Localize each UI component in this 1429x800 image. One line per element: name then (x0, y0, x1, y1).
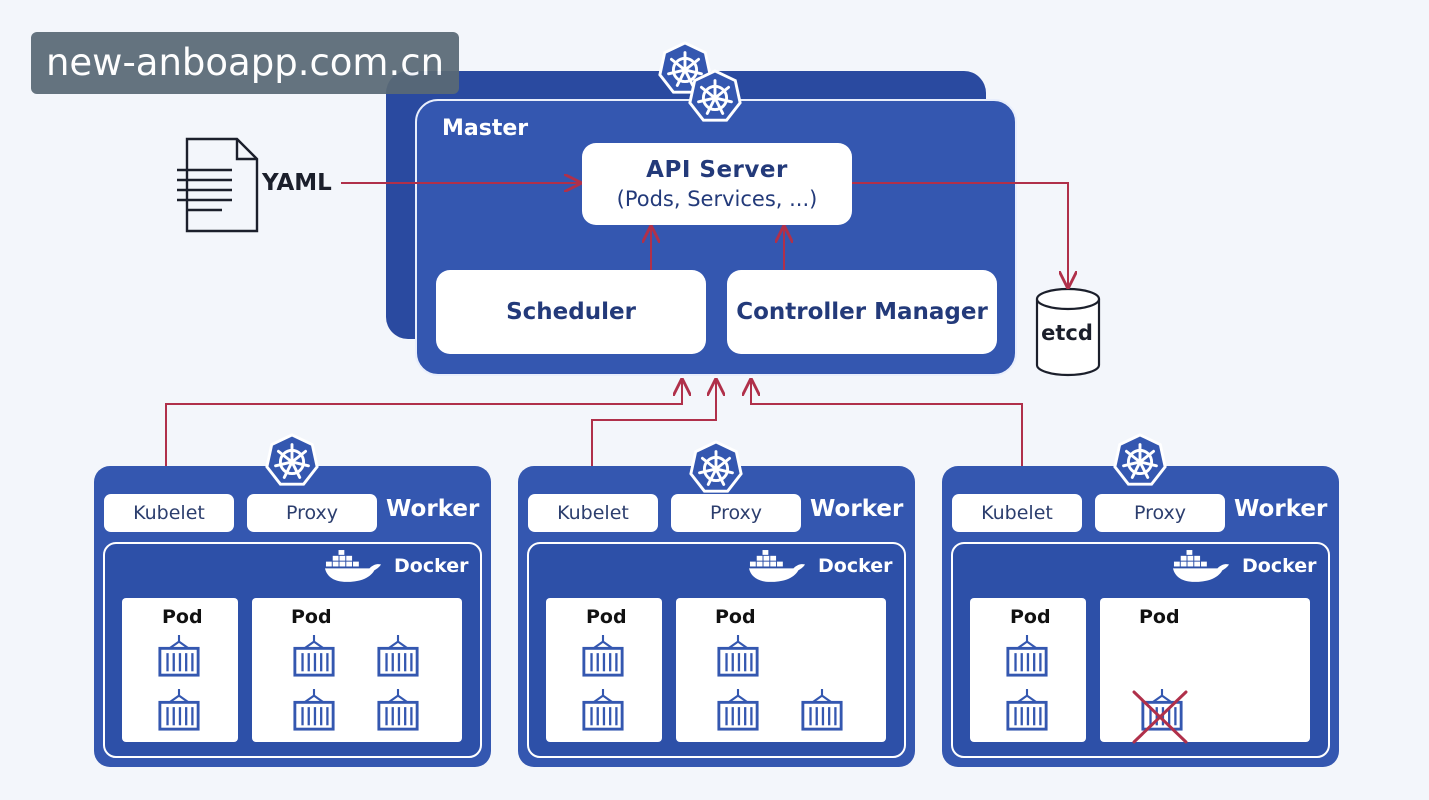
pod-label: Pod (291, 606, 332, 628)
scheduler-box: Scheduler (436, 270, 706, 354)
kubelet-chip: Kubelet (952, 494, 1082, 532)
proxy-chip: Proxy (1095, 494, 1225, 532)
master-title: Master (442, 116, 529, 141)
kubelet-chip: Kubelet (104, 494, 234, 532)
proxy-chip: Proxy (247, 494, 377, 532)
watermark: new-anboapp.com.cn (31, 32, 459, 94)
controller-manager-box: Controller Manager (727, 270, 997, 354)
pod-label: Pod (1010, 606, 1051, 628)
pod-box (252, 598, 462, 742)
proxy-chip: Proxy (671, 494, 801, 532)
docker-title: Docker (1242, 555, 1317, 577)
pod-box (676, 598, 886, 742)
kubernetes-icon (265, 433, 319, 486)
worker-title: Worker (1234, 496, 1328, 522)
pod-label: Pod (162, 606, 203, 628)
api-server-subtitle: (Pods, Services, ...) (616, 187, 818, 211)
docker-title: Docker (394, 555, 469, 577)
pod-label: Pod (586, 606, 627, 628)
kubernetes-icon (688, 69, 742, 122)
controller-manager-label: Controller Manager (736, 299, 988, 325)
pod-box (1100, 598, 1310, 742)
kubernetes-icon (1113, 433, 1167, 486)
docker-title: Docker (818, 555, 893, 577)
database-icon (1035, 287, 1101, 377)
scheduler-label: Scheduler (506, 299, 636, 325)
document-icon (177, 137, 259, 233)
cross-icon (1132, 690, 1188, 744)
worker-title: Worker (810, 496, 904, 522)
kubelet-chip: Kubelet (528, 494, 658, 532)
api-server-title: API Server (646, 157, 788, 183)
api-server-box: API Server (Pods, Services, ...) (582, 143, 852, 225)
yaml-label: YAML (262, 170, 332, 196)
pod-label: Pod (1139, 606, 1180, 628)
kubernetes-icon (689, 440, 743, 493)
worker-title: Worker (386, 496, 480, 522)
connection-arrows (166, 183, 1068, 488)
etcd-label: etcd (1041, 321, 1093, 345)
pod-label: Pod (715, 606, 756, 628)
